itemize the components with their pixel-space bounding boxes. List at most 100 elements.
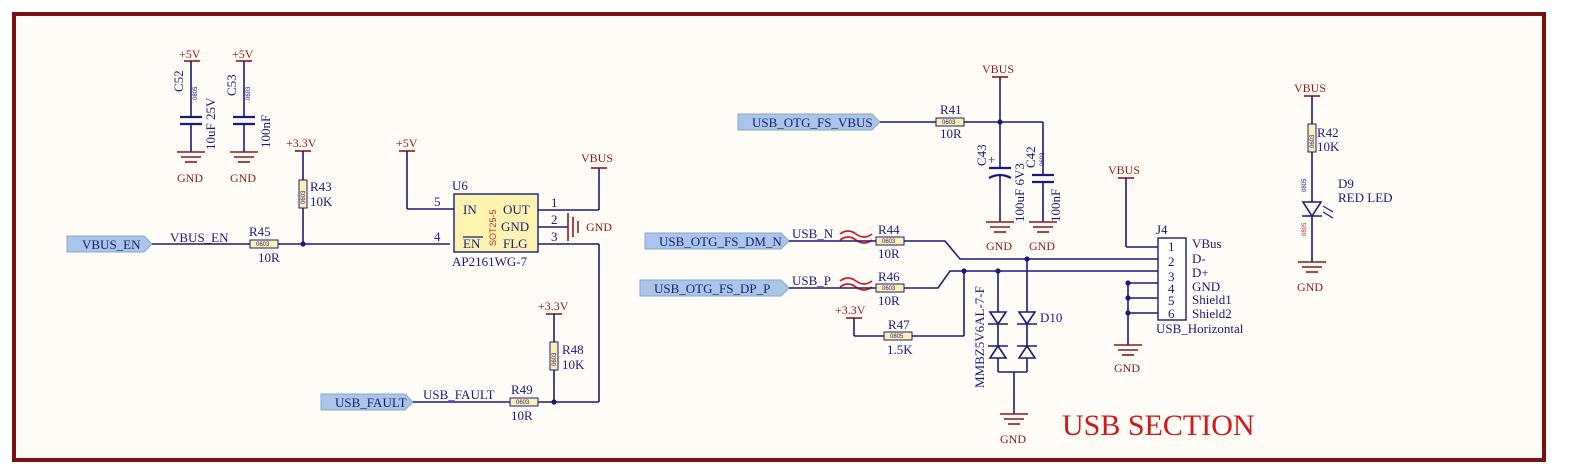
resistor-r48[interactable]: +3.3V 0603 R48 10K <box>538 299 585 402</box>
gnd-label: GND <box>586 220 612 234</box>
u6-pin-gnd: GND <box>501 219 529 234</box>
j4-pin-num: 6 <box>1168 306 1175 321</box>
c42-value: 100nF <box>1048 189 1063 222</box>
diff-pair-marker-p <box>839 277 873 285</box>
diff-pair-marker-p2 <box>839 283 873 291</box>
j4-pin-name: D+ <box>1192 265 1209 280</box>
r45-value: 10R <box>258 250 280 265</box>
u6-pinnum-4: 4 <box>434 229 441 244</box>
r45-pkg: 0603 <box>256 242 270 248</box>
r46-value: 10R <box>878 293 900 308</box>
resistor-r41[interactable]: 0603 R41 10R <box>935 102 965 141</box>
power-label-5v: +5V <box>179 47 201 61</box>
d9-pkg: 0805 <box>1302 178 1308 192</box>
j4-pin-name: D- <box>1192 251 1206 266</box>
d10-part: MMBZ5V6AL-7-F <box>972 286 987 388</box>
port-otg-dm[interactable]: USB_OTG_FS_DM_N <box>644 232 790 250</box>
port-otg-vbus[interactable]: USB_OTG_FS_VBUS <box>737 113 881 131</box>
r48-value: 10K <box>562 357 585 372</box>
port-otg-dp[interactable]: USB_OTG_FS_DP_P <box>639 279 790 297</box>
gnd-label: GND <box>1029 239 1055 253</box>
r46-pkg: 0603 <box>882 286 896 292</box>
r44-value: 10R <box>878 246 900 261</box>
connector-j4[interactable]: J4 VBUS GND 1 2 3 4 5 6 VBus D- D+ GND S… <box>1108 163 1244 375</box>
resistor-r43[interactable]: +3.3V 0603 R43 10K <box>286 136 333 244</box>
section-title: USB SECTION <box>1062 409 1255 442</box>
j4-pin-num: 5 <box>1168 293 1175 308</box>
r42-value: 10K <box>1317 139 1340 154</box>
j4-pin-name: GND <box>1192 279 1220 294</box>
power-label-3v3: +3.3V <box>538 299 569 313</box>
d10-ref: D10 <box>1040 310 1062 325</box>
r44-ref: R44 <box>878 222 900 237</box>
u6-pinnum-3: 3 <box>551 229 558 244</box>
c52-ref: C52 <box>171 70 186 92</box>
j4-pin-name: Shield1 <box>1192 292 1232 307</box>
c43-ref: C43 <box>974 144 989 166</box>
r47-pkg: 0805 <box>890 334 904 340</box>
r43-value: 10K <box>310 194 333 209</box>
j4-pin-num: 3 <box>1168 269 1175 284</box>
c52-pkg: 0805 <box>193 86 199 100</box>
port-otg-dm-label: USB_OTG_FS_DM_N <box>659 234 782 249</box>
capacitor-c43[interactable]: + GND C43 100uF 6V3 <box>974 144 1027 253</box>
u6-pinnum-2: 2 <box>551 212 558 227</box>
j4-ref: J4 <box>1156 222 1168 237</box>
j4-pin-num: 4 <box>1168 281 1175 296</box>
j4-pin-name: Shield2 <box>1192 306 1232 321</box>
diff-pair-marker-n2 <box>839 236 873 244</box>
power-label-5v: +5V <box>232 47 254 61</box>
diff-pair-marker-n <box>839 230 873 238</box>
r44-pkg: 0603 <box>882 239 896 245</box>
resistor-r46[interactable]: 0603 R46 10R <box>875 269 905 308</box>
c53-pkg: 0603 <box>246 86 252 100</box>
resistor-r47[interactable]: +3.3V 0805 R47 1.5K <box>835 271 965 357</box>
gnd-label: GND <box>986 239 1012 253</box>
gnd-label: GND <box>230 171 256 185</box>
u6-pinnum-1: 1 <box>551 195 558 210</box>
d9-value: RED LED <box>1338 190 1393 205</box>
net-label-usb-p: USB_P <box>792 273 831 288</box>
resistor-r42[interactable]: VBUS 0603 R42 10K <box>1294 81 1340 202</box>
gnd-label: GND <box>177 171 203 185</box>
net-label-usb-fault: USB_FAULT <box>423 387 495 402</box>
c52-value: 10uF 25V <box>203 97 218 150</box>
capacitor-c42[interactable]: GND C42 0603 100nF <box>1023 146 1063 253</box>
net-label-usb-n: USB_N <box>792 226 834 241</box>
resistor-r44[interactable]: 0603 R44 10R <box>875 222 905 261</box>
u6-pin-in: IN <box>463 202 477 217</box>
u6-ref: U6 <box>452 178 468 193</box>
power-label-5v: +5V <box>396 136 418 150</box>
r41-ref: R41 <box>940 102 962 117</box>
capacitor-c52[interactable]: +5V C52 0805 10uF 25V GND <box>171 47 218 185</box>
power-label-vbus: VBUS <box>1294 81 1326 95</box>
c43-plus-sign: + <box>988 152 995 167</box>
j4-pin-num: 1 <box>1168 239 1175 254</box>
c53-value: 100nF <box>258 115 273 148</box>
port-usb-fault[interactable]: USB_FAULT <box>320 393 414 411</box>
port-vbus-en[interactable]: VBUS_EN <box>66 235 153 253</box>
r46-ref: R46 <box>878 269 900 284</box>
power-label-3v3: +3.3V <box>835 303 866 317</box>
power-label-vbus: VBUS <box>1108 163 1140 177</box>
r45-ref: R45 <box>249 224 271 239</box>
r41-pkg: 0603 <box>942 120 956 126</box>
led-d9[interactable]: 0805 0805 GND D9 RED LED <box>1297 176 1393 294</box>
power-label-vbus: VBUS <box>982 62 1014 76</box>
r41-value: 10R <box>940 126 962 141</box>
gnd-label: GND <box>1297 280 1323 294</box>
resistor-r49[interactable]: 0603 R49 10R <box>509 382 539 423</box>
r47-value: 1.5K <box>887 342 913 357</box>
r47-ref: R47 <box>888 317 910 332</box>
u6-package: SOT25-5 <box>488 209 498 246</box>
r48-ref: R48 <box>562 342 584 357</box>
c43-value: 100uF 6V3 <box>1012 163 1027 222</box>
diode-array-d10[interactable]: GND D10 MMBZ5V6AL-7-F <box>972 259 1062 446</box>
ic-u6[interactable]: +5V U6 IN EN SOT25-5 OUT GND FLG 5 4 1 2… <box>396 136 613 402</box>
capacitor-c53[interactable]: +5V C53 0603 100nF GND <box>224 47 273 185</box>
c53-ref: C53 <box>224 74 239 96</box>
j4-part: USB_Horizontal <box>1156 321 1244 336</box>
c42-ref: C42 <box>1023 146 1038 168</box>
r49-value: 10R <box>511 408 533 423</box>
